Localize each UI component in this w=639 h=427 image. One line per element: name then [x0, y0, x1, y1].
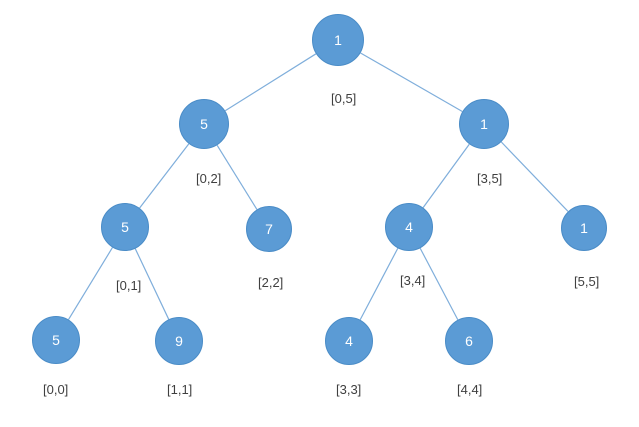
tree-node-value: 5	[121, 219, 129, 235]
tree-node-range-label: [3,3]	[336, 382, 362, 397]
tree-node[interactable]: 5	[179, 99, 229, 149]
tree-edge	[216, 144, 258, 210]
tree-edge	[224, 53, 317, 112]
tree-edge	[139, 143, 190, 209]
tree-node-value: 9	[175, 333, 183, 349]
tree-node-value: 4	[345, 333, 353, 349]
tree-edge	[500, 141, 569, 212]
tree-node[interactable]: 4	[385, 203, 433, 251]
tree-node-range-label: [3,4]	[400, 273, 426, 288]
tree-node-value: 1	[580, 220, 588, 236]
tree-node[interactable]: 1	[459, 99, 509, 149]
tree-node-range-label: [0,0]	[43, 382, 69, 397]
tree-node-value: 5	[52, 332, 60, 348]
tree-node-value: 5	[200, 116, 208, 132]
tree-edge	[359, 247, 399, 321]
tree-node[interactable]: 5	[32, 316, 80, 364]
tree-node-range-label: [1,1]	[167, 382, 193, 397]
tree-node[interactable]: 1	[312, 14, 364, 66]
tree-edge	[360, 52, 463, 113]
tree-node-range-label: [4,4]	[457, 382, 483, 397]
tree-edge	[134, 248, 170, 320]
tree-node-range-label: [0,5]	[331, 91, 357, 106]
tree-node[interactable]: 7	[246, 206, 292, 252]
tree-node-value: 7	[265, 221, 273, 237]
tree-edge	[422, 143, 470, 208]
tree-node-range-label: [0,1]	[116, 278, 142, 293]
tree-node[interactable]: 5	[101, 203, 149, 251]
tree-node-value: 1	[334, 32, 342, 48]
tree-edge	[419, 247, 459, 321]
tree-node-value: 6	[465, 333, 473, 349]
tree-node-range-label: [0,2]	[196, 171, 222, 186]
tree-node-value: 1	[480, 116, 488, 132]
tree-node[interactable]: 4	[325, 317, 373, 365]
tree-edge	[67, 247, 114, 320]
tree-node[interactable]: 9	[155, 317, 203, 365]
tree-node-range-label: [2,2]	[258, 275, 284, 290]
tree-node[interactable]: 1	[561, 205, 607, 251]
tree-node-range-label: [3,5]	[477, 171, 503, 186]
tree-node-value: 4	[405, 219, 413, 235]
tree-node-range-label: [5,5]	[574, 274, 600, 289]
tree-node[interactable]: 6	[445, 317, 493, 365]
